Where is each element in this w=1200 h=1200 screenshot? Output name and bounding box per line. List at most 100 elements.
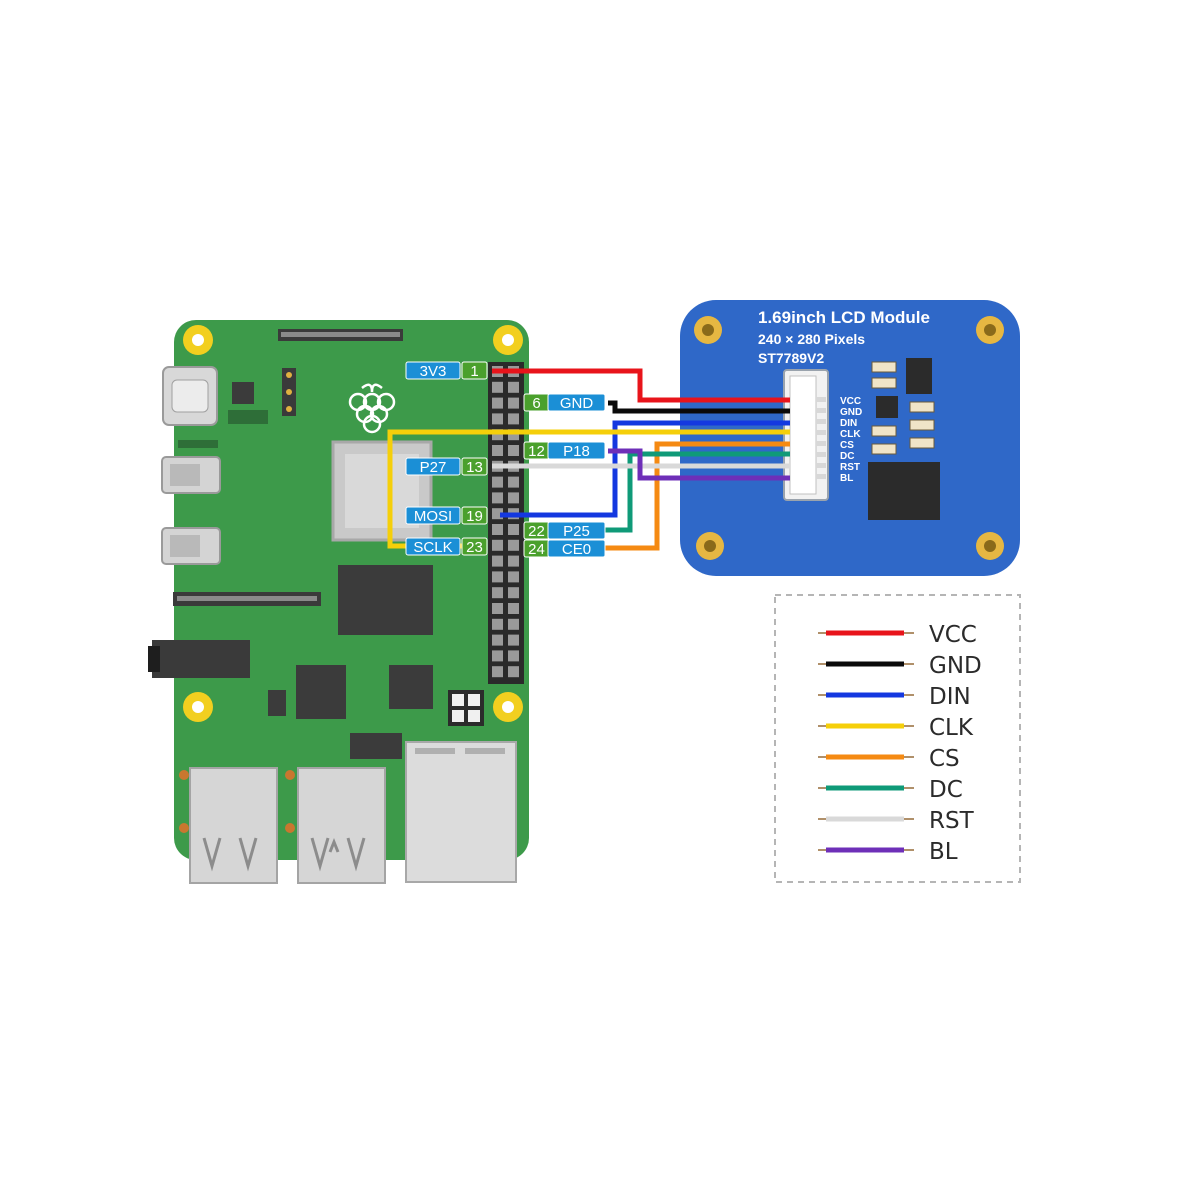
gpio-pin <box>508 587 519 599</box>
raspberry-pi-board <box>148 320 529 884</box>
legend-label: GND <box>929 653 982 679</box>
lcd-pin-label: DIN <box>840 418 857 429</box>
gpio-pin <box>508 539 519 551</box>
mounting-hole <box>696 532 724 560</box>
gpio-pin <box>492 524 503 535</box>
svg-text:22: 22 <box>528 523 545 540</box>
gpio-name-tag: GND <box>547 393 606 412</box>
gpio-pin <box>492 508 503 520</box>
usb-port <box>297 767 386 884</box>
legend-item: BL <box>818 839 958 865</box>
legend-item: DC <box>818 777 963 803</box>
gpio-pin <box>508 555 519 567</box>
gpio-name-tag: MOSI <box>405 506 461 525</box>
legend: VCC GND DIN CLK CS DC RST BL <box>774 594 1021 883</box>
gpio-name-tag: 3V3 <box>405 361 461 380</box>
legend-item: CLK <box>818 715 974 741</box>
svg-text:24: 24 <box>528 541 545 558</box>
gpio-pin-tag: 23 <box>461 537 488 556</box>
legend-label: BL <box>929 839 958 865</box>
gpio-pin <box>508 413 519 425</box>
gpio-pin <box>492 571 503 583</box>
gpio-pin-tag: 12 <box>523 441 550 460</box>
svg-text:SCLK: SCLK <box>413 539 452 556</box>
gpio-pin <box>492 445 503 456</box>
gpio-pin <box>508 429 519 441</box>
lcd-pin-label: CS <box>840 440 854 451</box>
legend-item: RST <box>818 808 975 834</box>
wire-bl <box>608 448 790 481</box>
gpio-pin <box>492 634 503 646</box>
svg-text:P18: P18 <box>563 443 590 460</box>
ram-chip <box>338 565 433 635</box>
mounting-hole <box>694 316 722 344</box>
raspberry-pi-logo <box>348 383 396 434</box>
lcd-pin-label: GND <box>840 407 862 418</box>
lcd-resolution: 240 × 280 Pixels <box>758 331 865 347</box>
audio-jack <box>152 640 250 678</box>
gpio-name-tag: P25 <box>547 521 606 540</box>
gpio-pin <box>492 429 503 441</box>
gpio-pin-tag: 6 <box>523 393 550 412</box>
legend-item: GND <box>818 653 982 679</box>
usb-port <box>189 767 278 884</box>
gpio-pin-tag: 24 <box>523 539 550 558</box>
gpio-pin <box>508 571 519 583</box>
mounting-hole <box>493 325 523 355</box>
lcd-module: 1.69inch LCD Module 240 × 280 Pixels ST7… <box>680 300 1020 576</box>
gpio-pin-tag: 19 <box>461 506 488 525</box>
gpio-pin-tag: 22 <box>523 521 550 540</box>
gpio-pin <box>492 413 503 425</box>
legend-label: RST <box>929 808 975 834</box>
svg-text:P27: P27 <box>420 459 447 476</box>
gpio-pin <box>508 618 519 630</box>
legend-box <box>774 594 1021 883</box>
lcd-pin-label: BL <box>840 473 853 484</box>
gpio-pin <box>508 650 519 662</box>
legend-item: DIN <box>818 684 971 710</box>
gpio-pin <box>492 650 503 662</box>
legend-label: CS <box>929 746 960 772</box>
gpio-name-tag: P18 <box>547 441 606 460</box>
lcd-driver: ST7789V2 <box>758 350 824 366</box>
gpio-pin <box>508 397 519 409</box>
gpio-pin <box>508 476 519 488</box>
gpio-pin-tag: 1 <box>461 361 488 380</box>
svg-text:GND: GND <box>560 395 594 412</box>
regulator-chip <box>906 358 932 394</box>
gpio-pin <box>508 603 519 614</box>
gpio-pin <box>508 445 519 456</box>
gpio-pin <box>508 381 519 393</box>
mounting-hole <box>183 692 213 722</box>
gpio-pin <box>508 492 519 504</box>
legend-item: VCC <box>818 622 977 648</box>
gpio-pin <box>492 476 503 488</box>
svg-text:3V3: 3V3 <box>420 363 447 380</box>
lcd-pin-label: VCC <box>840 396 861 407</box>
lcd-pin-label: DC <box>840 451 854 462</box>
gpio-name-tag: SCLK <box>405 537 461 556</box>
svg-text:P25: P25 <box>563 523 590 540</box>
gpio-name-tag: CE0 <box>547 539 606 558</box>
lcd-pin-label: RST <box>840 462 860 473</box>
svg-text:19: 19 <box>466 508 483 525</box>
svg-text:12: 12 <box>528 443 545 460</box>
wire-dc <box>602 451 790 533</box>
lcd-pin-label: CLK <box>840 429 861 440</box>
mounting-hole <box>493 692 523 722</box>
gpio-pin <box>492 492 503 504</box>
legend-label: DC <box>929 777 963 803</box>
mounting-hole <box>976 316 1004 344</box>
svg-text:MOSI: MOSI <box>414 508 452 525</box>
gpio-pin <box>492 603 503 614</box>
driver-chip <box>868 462 940 520</box>
gpio-pin <box>492 397 503 409</box>
gpio-pin <box>492 587 503 599</box>
legend-label: VCC <box>929 622 977 648</box>
gpio-pin <box>508 634 519 646</box>
gpio-name-tag: P27 <box>405 457 461 476</box>
svg-text:1: 1 <box>470 363 478 380</box>
gpio-pin-tag: 13 <box>461 457 488 476</box>
